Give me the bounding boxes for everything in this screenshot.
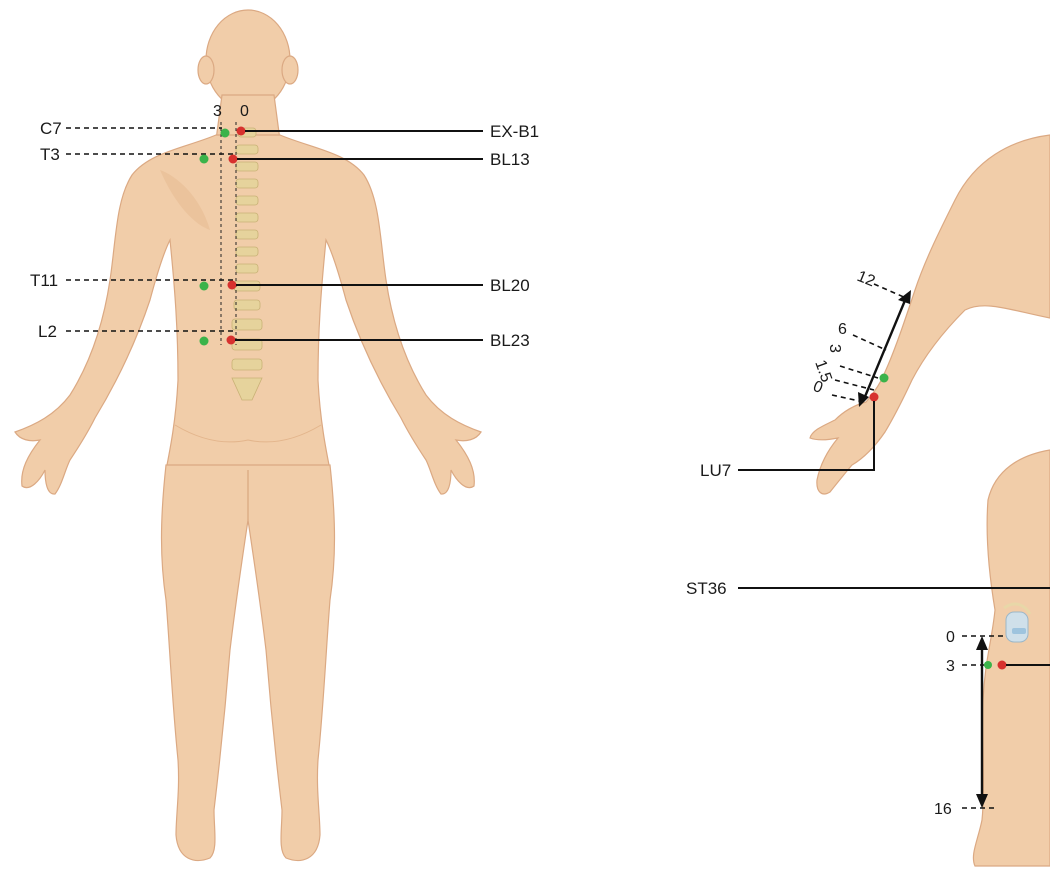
- leg-tick-0: 0: [946, 629, 955, 646]
- reference-dot-t3: [200, 155, 209, 164]
- acupoint-label-st36: ST36: [686, 579, 727, 598]
- arm-arrow-head-top: [898, 290, 911, 304]
- level-row-c7: C7 EX-B1: [40, 119, 539, 141]
- acupoint-dot-bl20: [228, 281, 237, 290]
- arm-tick-12: 12: [855, 268, 878, 290]
- legs: [162, 465, 335, 860]
- leg-tick-3: 3: [946, 658, 955, 675]
- arm-reference-dot: [880, 374, 889, 383]
- acupoint-dot-lu7: [870, 393, 879, 402]
- leg-reference-dot: [984, 661, 992, 669]
- reference-dot-c7: [221, 129, 230, 138]
- acupoint-label-bl13: BL13: [490, 150, 530, 169]
- right-ear: [282, 56, 298, 84]
- acupoint-label-lu7: LU7: [700, 461, 731, 480]
- arm-tick-line-12: [874, 284, 906, 298]
- level-label-c7: C7: [40, 119, 62, 138]
- acupoint-dot-ex-b1: [237, 127, 246, 136]
- left-ear: [198, 56, 214, 84]
- leg-figure: [973, 450, 1050, 866]
- arm-scale: 12 6 3 1.5 0 LU7: [700, 268, 911, 480]
- acupoint-dot-bl23: [227, 336, 236, 345]
- arm-tick-6: 6: [838, 321, 847, 338]
- arm-tick-3: 3: [826, 344, 843, 353]
- arm-tick-line-6: [853, 335, 886, 350]
- arm-tick-0: 0: [811, 378, 826, 397]
- level-label-t11: T11: [30, 271, 58, 290]
- midline-guide-label: 0: [240, 103, 249, 120]
- leg-arrow-head-top: [976, 636, 988, 650]
- leg-tick-16: 16: [934, 801, 952, 818]
- reference-dot-l2: [200, 337, 209, 346]
- level-label-l2: L2: [38, 322, 57, 341]
- level-label-t3: T3: [40, 145, 60, 164]
- acupoint-dot-st36: [998, 661, 1007, 670]
- forearm: [810, 135, 1050, 494]
- acupoint-label-ex-b1: EX-B1: [490, 122, 539, 141]
- lateral-guide-label: 3: [213, 103, 222, 120]
- back-body-figure: [15, 10, 481, 860]
- acupoint-dot-bl13: [229, 155, 238, 164]
- lower-leg: [973, 450, 1050, 866]
- acupoint-label-bl23: BL23: [490, 331, 530, 350]
- reference-dot-t11: [200, 282, 209, 291]
- acupoint-label-bl20: BL20: [490, 276, 530, 295]
- arm-figure: [810, 135, 1050, 494]
